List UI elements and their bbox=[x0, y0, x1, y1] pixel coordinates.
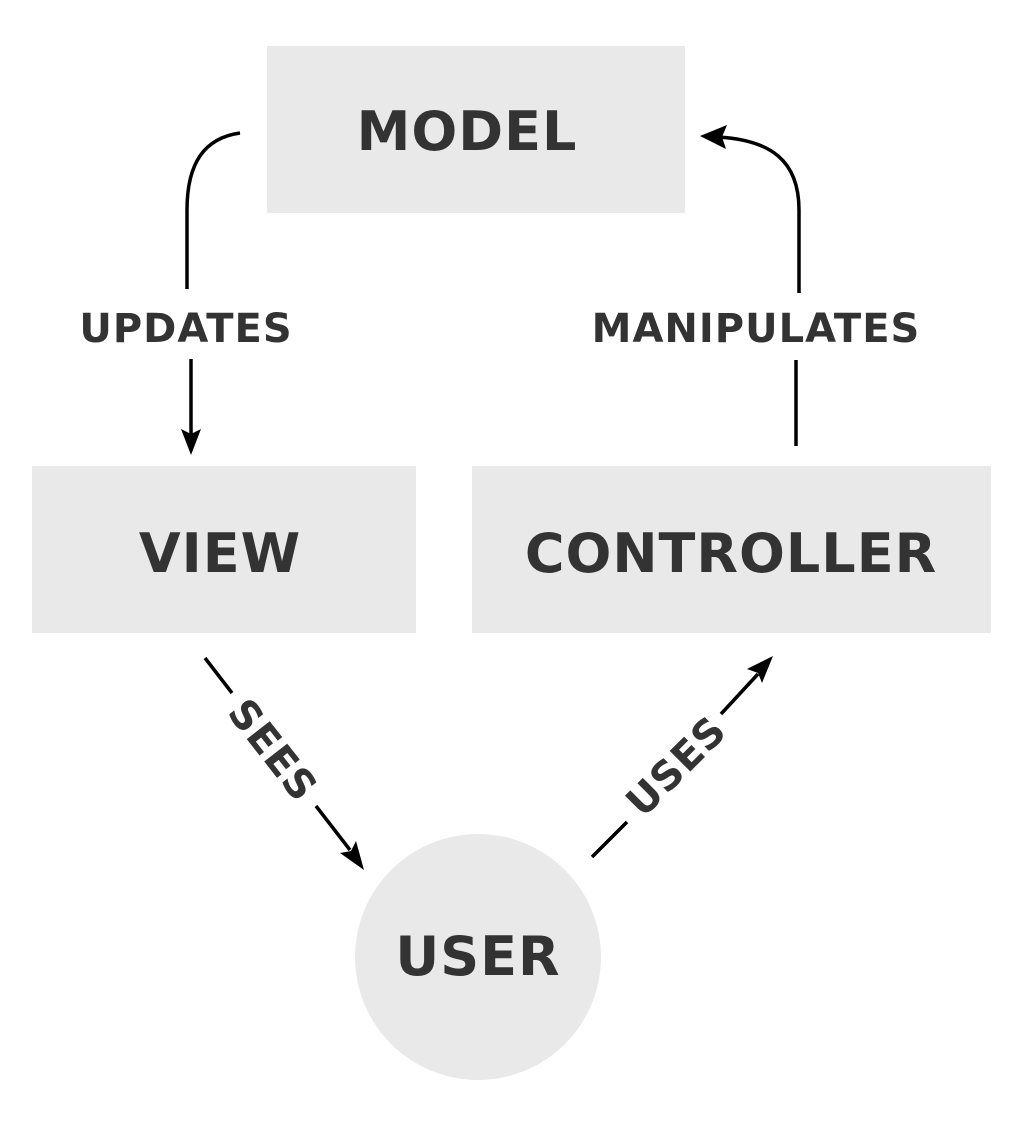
controller-node-label: CONTROLLER bbox=[525, 522, 937, 585]
model-node-box bbox=[267, 46, 685, 213]
edge-manipulates: MANIPULATES bbox=[592, 125, 921, 446]
user-node: USER bbox=[355, 834, 601, 1080]
edge-updates-line-upper bbox=[185, 131, 241, 289]
edge-updates-label: UPDATES bbox=[79, 306, 292, 352]
edge-uses: USES bbox=[590, 656, 773, 859]
edge-uses-label: USES bbox=[618, 708, 736, 826]
view-node: VIEW bbox=[32, 466, 416, 633]
user-node-circle bbox=[355, 834, 601, 1080]
edge-sees-line-upper bbox=[203, 656, 234, 695]
model-node: MODEL bbox=[267, 46, 685, 213]
edge-sees-line-lower bbox=[314, 804, 352, 852]
edge-uses-line-upper bbox=[719, 672, 760, 716]
view-node-box bbox=[32, 466, 416, 633]
edge-manipulates-label: MANIPULATES bbox=[592, 306, 921, 352]
edge-manipulates-line-upper bbox=[717, 135, 801, 293]
edge-uses-line-lower bbox=[590, 820, 629, 859]
controller-node: CONTROLLER bbox=[472, 466, 991, 633]
edge-sees: SEES bbox=[203, 656, 364, 870]
model-node-label: MODEL bbox=[357, 100, 578, 163]
arrowhead-down-right-icon bbox=[340, 841, 364, 870]
user-node-label: USER bbox=[395, 925, 560, 988]
arrowhead-left-icon bbox=[700, 125, 727, 149]
arrowhead-down-icon bbox=[181, 429, 201, 455]
view-node-label: VIEW bbox=[139, 522, 301, 585]
edge-updates: UPDATES bbox=[79, 131, 292, 455]
edge-sees-label: SEES bbox=[218, 691, 326, 811]
controller-node-box bbox=[472, 466, 991, 633]
arrowhead-up-right-icon bbox=[747, 656, 773, 683]
